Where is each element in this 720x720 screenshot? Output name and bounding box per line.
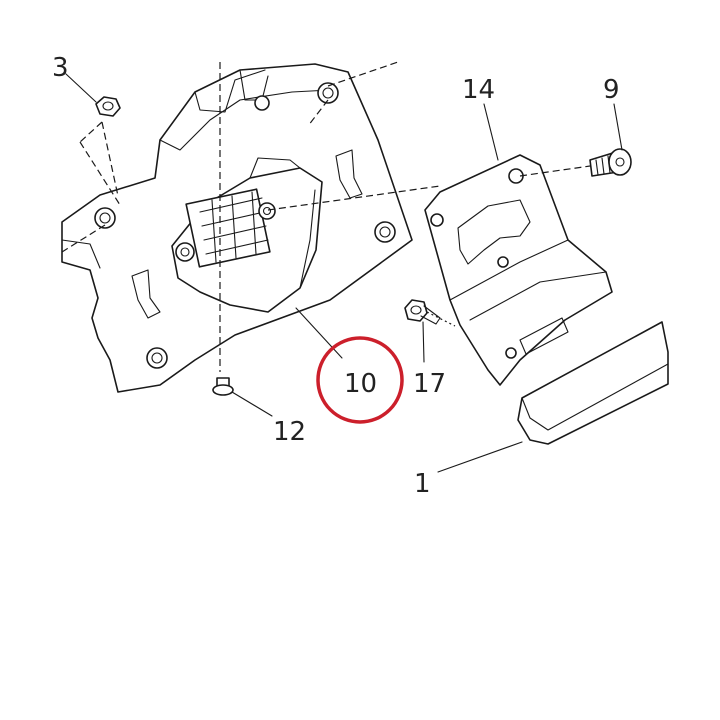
bracket-outline (424, 154, 613, 386)
nut-3 (95, 96, 121, 117)
clip-slot (131, 269, 161, 319)
highlight-circle (316, 336, 404, 424)
trim-strip (517, 321, 669, 445)
part-label-9: 9 (603, 75, 620, 105)
bracket-slot (519, 317, 569, 355)
boss-hole (146, 347, 168, 369)
nut-17 (404, 299, 441, 325)
boss-hole (374, 221, 396, 243)
part-labels: 3 14 9 10 17 12 1 (52, 53, 620, 499)
part-label-3: 3 (52, 53, 69, 83)
bracket (424, 154, 613, 386)
boss-hole (254, 95, 270, 111)
screw-9 (589, 148, 632, 177)
boss-hole (317, 82, 339, 104)
part-label-1: 1 (414, 469, 431, 499)
motor-assembly (171, 157, 323, 313)
assembly-guides (61, 61, 591, 372)
leader-lines (65, 73, 623, 473)
part-label-17: 17 (413, 369, 446, 399)
coil-block (185, 188, 271, 268)
part-label-12: 12 (273, 417, 306, 447)
trim-strip-outline (517, 321, 669, 445)
part-label-10: 10 (344, 369, 377, 399)
bracket-window (457, 199, 531, 265)
clip-slot (335, 149, 363, 199)
screw-12 (212, 377, 234, 396)
boss-hole (94, 207, 116, 229)
part-label-14: 14 (462, 75, 495, 105)
